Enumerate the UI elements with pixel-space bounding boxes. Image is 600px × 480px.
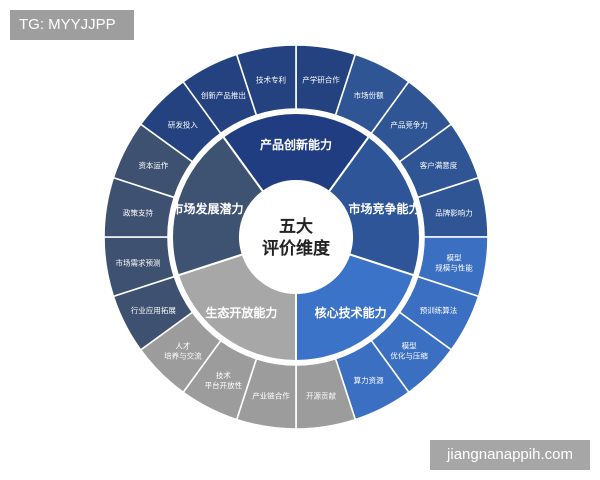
dimension-segment: 核心技术能力 <box>295 253 416 363</box>
outer-segment-label: 技术专利 <box>256 74 286 84</box>
dimension-segment: 市场竞争能力 <box>327 135 421 277</box>
outer-segment-label: 研发投入 <box>168 119 198 129</box>
outer-segment-label: 市场份额 <box>354 90 384 100</box>
center-hub: 五大 评价维度 <box>240 181 352 293</box>
site-watermark: jiangnanappih.com <box>430 440 590 470</box>
center-circle <box>240 181 352 293</box>
outer-segment-label: 模型优化与压缩 <box>390 341 428 361</box>
outer-segment-label: 客户满意度 <box>420 160 458 170</box>
dimension-label: 生态开放能力 <box>205 305 277 320</box>
outer-segment-label: 创新产品推出 <box>201 90 246 100</box>
outer-segment-label: 预训练算法 <box>420 305 458 315</box>
center-title-line-1: 五大 <box>279 216 313 237</box>
dimension-label: 市场发展潜力 <box>172 201 244 216</box>
outer-ring: 产学研合作市场份额产品竞争力客户满意度品牌影响力模型规模与性能预训练算法模型优化… <box>103 44 489 430</box>
watermark-tag: TG: MYYJJPP <box>10 10 134 40</box>
outer-segment-label: 政策支持 <box>123 207 153 217</box>
outer-segment-label: 品牌影响力 <box>435 207 473 217</box>
dimension-label: 核心技术能力 <box>315 305 387 320</box>
outer-segment-label: 开源贡献 <box>306 391 336 401</box>
outer-segment-label: 行业应用拓展 <box>131 305 176 315</box>
center-title-line-2: 评价维度 <box>262 238 331 259</box>
outer-segment: 技术专利 <box>235 44 297 117</box>
dimension-label: 产品创新能力 <box>260 137 332 152</box>
outer-segment-label: 产业链合作 <box>252 391 290 401</box>
outer-segment-shape <box>235 44 297 117</box>
outer-segment-label: 模型规模与性能 <box>435 253 473 273</box>
outer-segment-label: 算力资源 <box>354 375 384 385</box>
outer-segment-label: 产学研合作 <box>302 74 340 84</box>
outer-segment-label: 技术平台开放性 <box>205 370 243 390</box>
dimension-label: 市场竞争能力 <box>348 201 420 216</box>
outer-segment-label: 市场需求预测 <box>115 258 160 268</box>
outer-segment-label: 产品竞争力 <box>390 119 428 129</box>
outer-segment-label: 资本运作 <box>138 160 168 170</box>
outer-segment-label: 人才培养与交流 <box>164 341 202 361</box>
